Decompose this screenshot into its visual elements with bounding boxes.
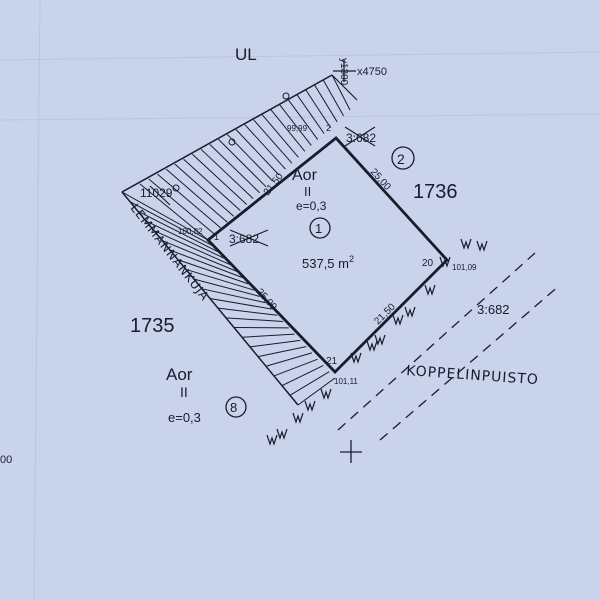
road-hatch-line [129, 201, 215, 247]
block-1735-number: 1735 [130, 315, 175, 337]
plot-zoning: Aor [292, 167, 318, 184]
park-boundary-dashed [337, 252, 561, 441]
corner-1-label: 1 [214, 232, 219, 242]
hedge-mark [392, 314, 404, 326]
hedge-mark [350, 352, 362, 364]
corner-2-elevation: 99,99 [287, 124, 308, 133]
cross-label-left: 3:682 [229, 232, 259, 246]
plot-number-circles [225, 146, 415, 418]
coordinate-x-label: x4750 [357, 66, 387, 78]
coordinate-crosshair-top [333, 60, 356, 82]
road-hatch-line [200, 148, 254, 199]
road-hatch-line [192, 153, 248, 205]
plot-2-number: 2 [397, 151, 405, 167]
road-hatch-line [253, 119, 293, 164]
road-hatch-line [148, 178, 215, 235]
road-hatch-line [209, 144, 260, 194]
road-hatch-line [145, 220, 226, 260]
road-hatch-line [331, 74, 351, 111]
road-hatch-line [244, 124, 286, 170]
left-edge-partial-label: 00 [0, 454, 12, 466]
road-hatch-line [249, 339, 301, 348]
cross-label-top: 3:682 [346, 131, 376, 145]
coordinate-crosshair-bottom [340, 440, 362, 463]
corner-20-elevation: 101,09 [452, 263, 477, 272]
hedge-marks [266, 238, 488, 446]
coordinate-y-label: y1300 [338, 58, 349, 86]
hedge-mark [304, 400, 316, 412]
road-hatch-line [296, 94, 325, 134]
road-code: 11029 [140, 186, 173, 200]
hedge-mark [476, 240, 488, 252]
road-hatch-line [209, 298, 272, 310]
road-hatch-line [257, 346, 307, 358]
block-1736-number: 1736 [413, 181, 458, 203]
road-hatch-line [289, 371, 330, 396]
road-hatch-line [265, 352, 313, 367]
road-strip-hatched [121, 74, 358, 406]
road-code-leader [149, 185, 171, 206]
road-hatch-line [281, 365, 324, 387]
road-hatch-line [169, 249, 243, 279]
road-hatch-line [177, 259, 249, 285]
corner-21-elevation: 101,11 [334, 377, 358, 386]
road-hatch-line [279, 104, 312, 146]
road-hatch-line [157, 173, 222, 229]
hedge-mark [404, 306, 416, 318]
road-hatch-line [161, 239, 238, 272]
hedge-mark [292, 412, 304, 424]
road-hatch-line [121, 191, 209, 241]
road-hatch-line [261, 114, 299, 158]
plot-number: 1 [315, 221, 322, 236]
road-inner-edges [207, 137, 337, 373]
road-hatch-line [241, 333, 295, 338]
hedge-mark [424, 284, 436, 296]
hedge-mark [460, 238, 472, 250]
road-hatch-line [287, 99, 319, 140]
corner-1-elevation: 100,82 [178, 227, 203, 236]
road-hatch-line [273, 358, 318, 377]
plot-efficiency: e=0,3 [296, 199, 327, 213]
corner-20-label: 20 [422, 258, 434, 269]
road-hatch-line [139, 183, 209, 241]
block-1735-floors: II [180, 384, 188, 400]
road-hatch-line [305, 89, 332, 129]
road-hatch-line [201, 288, 266, 304]
block-1735-zoning: Aor [166, 365, 193, 384]
road-hatch-line [217, 307, 278, 316]
top-road-label: UL [235, 45, 257, 64]
road-hatch-line [183, 158, 241, 211]
road-hatch-line [137, 210, 220, 253]
block-1735-plot-number: 8 [230, 400, 237, 415]
road-hatch-line [153, 230, 232, 266]
hedge-mark [276, 428, 288, 440]
road-hatch-line [314, 84, 338, 123]
corner-2-label: 2 [326, 123, 331, 133]
hedge-mark [266, 434, 278, 446]
road-hatch-line [185, 268, 255, 291]
road-hatch-line [297, 377, 336, 406]
road-hatch-line [225, 317, 284, 323]
corner-21-label: 21 [326, 356, 338, 367]
cross-out-marks [229, 126, 376, 247]
plot-area: 537,5 m2 [302, 254, 354, 271]
block-1735-efficiency: e=0,3 [168, 410, 201, 425]
plot-floors: II [304, 184, 311, 199]
hedge-mark [320, 388, 332, 400]
park-code: 3:682 [477, 302, 510, 317]
road-hatch-line [322, 79, 344, 117]
road-hatch-line [235, 129, 280, 176]
road-hatch-line [270, 109, 306, 152]
road-hatch-line [174, 163, 235, 217]
hedge-mark [366, 340, 378, 352]
road-hatch-line [165, 168, 228, 223]
road-hatch-line [193, 278, 261, 297]
road-hatch-line [218, 139, 267, 188]
hedge-mark [439, 256, 451, 268]
